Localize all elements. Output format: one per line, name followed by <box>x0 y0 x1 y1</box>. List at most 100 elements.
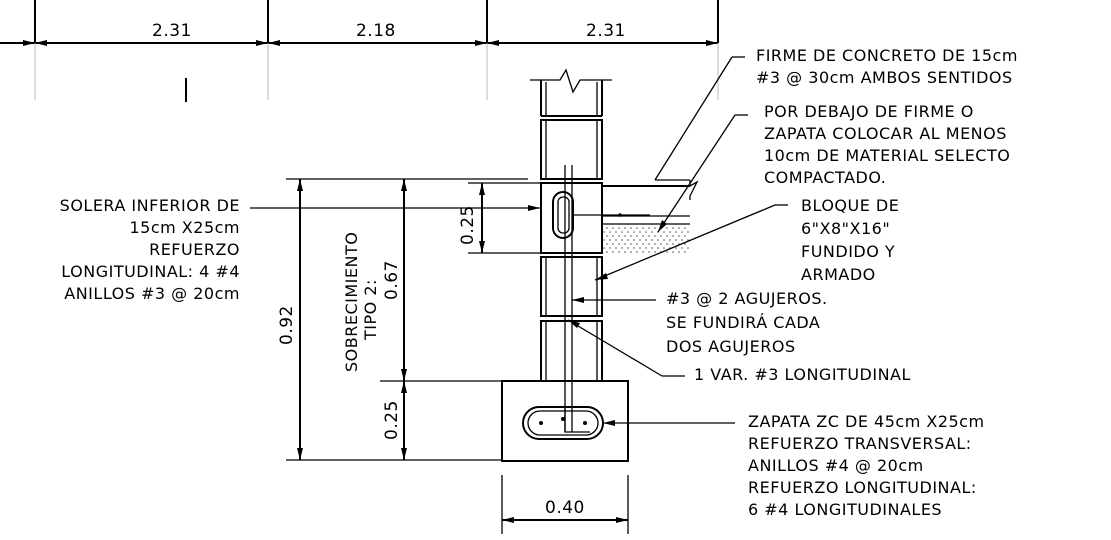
fill-stipple-dot <box>681 239 683 241</box>
fill-stipple-dot <box>684 235 686 237</box>
note-var: 1 VAR. #3 LONGITUDINAL <box>694 365 911 384</box>
total-height-label: 0.92 <box>277 305 297 345</box>
fill-stipple-dot <box>648 243 650 245</box>
fill-stipple-dot <box>630 251 632 253</box>
overlift-title-1: SOBRECIMIENTO <box>342 232 361 372</box>
fill-stipple-dot <box>654 235 656 237</box>
fill-stipple-dot <box>669 231 671 233</box>
fill-stipple-dot <box>672 235 674 237</box>
fill-stipple-dot <box>615 239 617 241</box>
fill-stipple-dot <box>636 235 638 237</box>
footing-height-label: 0.25 <box>382 400 402 440</box>
note-solera-line-2: 15cm X25cm <box>129 218 240 237</box>
fill-stipple-dot <box>660 243 662 245</box>
footing-width-label: 0.40 <box>545 498 585 518</box>
fill-stipple-dot <box>633 239 635 241</box>
note-solera-line-5: ANILLOS #3 @ 20cm <box>64 284 240 303</box>
note-debajo-line-2: ZAPATA COLOCAR AL MENOS <box>764 124 1007 143</box>
fill-stipple-dot <box>612 227 614 229</box>
note-solera-line-4: LONGITUDINAL: 4 #4 <box>61 262 240 281</box>
note-var-line-1: 1 VAR. #3 LONGITUDINAL <box>694 365 911 384</box>
fill-stipple-dot <box>648 235 650 237</box>
fill-stipple-dot <box>639 247 641 249</box>
fill-stipple-dot <box>612 235 614 237</box>
note-agujeros: #3 @ 2 AGUJEROS. SE FUNDIRÁ CADA DOS AGU… <box>666 289 828 356</box>
fill-stipple-dot <box>633 231 635 233</box>
fill-stipple-dot <box>618 251 620 253</box>
note-bloque: BLOQUE DE 6"X8"X16" FUNDIDO Y ARMADO <box>801 196 899 284</box>
fill-stipple-dot <box>654 243 656 245</box>
fill-stipple-dot <box>630 227 632 229</box>
fill-stipple-dot <box>621 239 623 241</box>
fill-stipple-dot <box>681 247 683 249</box>
fill-stipple-dot <box>681 231 683 233</box>
fill-stipple-dot <box>621 247 623 249</box>
fill-stipple-dot <box>624 227 626 229</box>
fill-stipple-dot <box>606 235 608 237</box>
fill-stipple-dot <box>639 231 641 233</box>
fill-stipple-dot <box>657 247 659 249</box>
note-agujeros-line-1: #3 @ 2 AGUJEROS. <box>666 289 828 308</box>
fill-stipple-dot <box>603 239 605 241</box>
fill-stipple-dot <box>630 235 632 237</box>
fill-stipple-dot <box>618 227 620 229</box>
floor-slab <box>572 179 699 225</box>
fill-stipple-dot <box>684 251 686 253</box>
fill-stipple-dot <box>624 243 626 245</box>
fill-stipple-dot <box>615 231 617 233</box>
dimension-total-height: 0.92 <box>277 178 528 461</box>
fill-stipple-dot <box>612 251 614 253</box>
overlift-label: 0.67 <box>382 260 402 300</box>
fill-stipple-dot <box>642 227 644 229</box>
fill-stipple-dot <box>627 247 629 249</box>
note-solera-line-1: SOLERA INFERIOR DE <box>60 196 240 215</box>
note-zapata: ZAPATA ZC DE 45cm X25cm REFUERZO TRANSVE… <box>748 412 985 519</box>
fill-stipple-dot <box>666 251 668 253</box>
fill-stipple-dot <box>663 239 665 241</box>
fill-stipple-dot <box>642 251 644 253</box>
dimension-bay-3: 2.31 <box>586 21 626 41</box>
fill-stipple-dot <box>609 239 611 241</box>
fill-stipple-dot <box>654 251 656 253</box>
note-zapata-line-2: REFUERZO TRANSVERSAL: <box>748 434 972 453</box>
fill-stipple-dot <box>648 227 650 229</box>
fill-stipple-dot <box>618 235 620 237</box>
top-dimension-string: 2.31 2.18 2.31 <box>0 0 719 102</box>
fill-stipple-dot <box>672 243 674 245</box>
dimension-footing-height: 0.25 <box>382 381 407 460</box>
fill-stipple-dot <box>636 243 638 245</box>
note-firme-line-1: FIRME DE CONCRETO DE 15cm <box>756 46 1018 65</box>
note-zapata-line-1: ZAPATA ZC DE 45cm X25cm <box>748 412 985 431</box>
fill-stipple-dot <box>657 239 659 241</box>
fill-stipple-dot <box>648 251 650 253</box>
fill-stipple-dot <box>636 251 638 253</box>
fill-stipple-dot <box>645 239 647 241</box>
fill-stipple-dot <box>687 247 689 249</box>
fill-stipple-dot <box>642 243 644 245</box>
fill-stipple-dot <box>687 231 689 233</box>
fill-stipple-dot <box>651 231 653 233</box>
overlift-title-2: TIPO 2: <box>361 279 380 341</box>
fill-stipple-dot <box>612 243 614 245</box>
block-wall <box>530 68 612 432</box>
dimension-solera: 0.25 <box>458 182 541 254</box>
note-agujeros-line-2: SE FUNDIRÁ CADA <box>666 313 820 332</box>
note-solera: SOLERA INFERIOR DE 15cm X25cm REFUERZO L… <box>60 196 240 303</box>
dimension-overlift: 0.67 SOBRECIMIENTO TIPO 2: <box>342 179 407 381</box>
fill-stipple-dot <box>666 243 668 245</box>
fill-stipple-dot <box>603 247 605 249</box>
dimension-bay-1: 2.31 <box>152 21 192 41</box>
solera-height-label: 0.25 <box>458 205 478 245</box>
fill-stipple-dot <box>651 239 653 241</box>
fill-stipple-dot <box>609 231 611 233</box>
fill-stipple-dot <box>675 239 677 241</box>
fill-stipple-dot <box>660 235 662 237</box>
note-zapata-line-5: 6 #4 LONGITUDINALES <box>748 500 942 519</box>
note-firme: FIRME DE CONCRETO DE 15cm #3 @ 30cm AMBO… <box>756 46 1018 87</box>
note-debajo: POR DEBAJO DE FIRME O ZAPATA COLOCAR AL … <box>764 102 1010 187</box>
compacted-fill-hatch <box>603 227 689 253</box>
note-solera-line-3: REFUERZO <box>149 240 240 259</box>
fill-stipple-dot <box>642 235 644 237</box>
fill-stipple-dot <box>636 227 638 229</box>
